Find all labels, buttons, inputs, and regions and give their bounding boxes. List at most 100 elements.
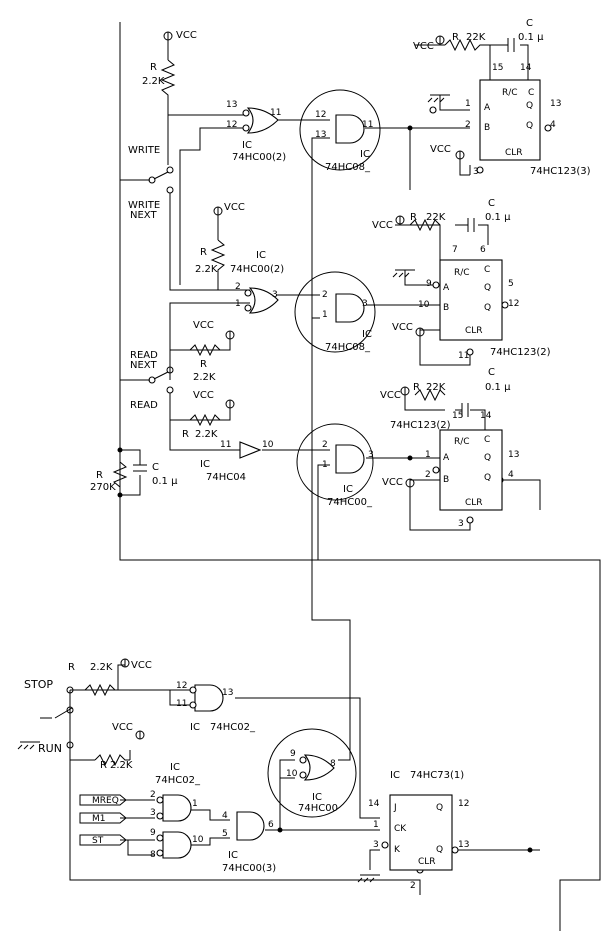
chip73-pin-qbar: Q [436, 845, 443, 855]
label-vcc-1: VCC [176, 30, 197, 41]
label-vcc-2: VCC [413, 41, 434, 52]
label-22k-3: 22K [426, 382, 446, 393]
pin-2-b: 2 [235, 282, 241, 292]
label-01u-3: 0.1 μ [152, 476, 178, 487]
label-01u-1: 0.1 μ [518, 32, 544, 43]
ic-74hc123-3: 74HC123(3) [530, 166, 591, 177]
pin-12-a: 12 [226, 120, 237, 130]
pin-11-a: 11 [270, 108, 281, 118]
label-write-next-1: WRITE [128, 200, 160, 211]
pin-13-d: 13 [508, 450, 519, 460]
chip2a-pin-q: Q [484, 283, 491, 293]
label-write: WRITE [128, 145, 160, 156]
pin-11-b: 11 [362, 120, 373, 130]
chip2b-pin-c: C [484, 435, 490, 445]
pin-10-b: 10 [262, 440, 274, 450]
pin-3-c: 3 [362, 299, 368, 309]
label-vcc-10: VCC [382, 477, 403, 488]
chip2a-pin-a: A [443, 283, 450, 293]
label-2-2k-2: 2.2K [195, 264, 218, 275]
label-m1: M1 [92, 814, 106, 824]
pin-5-b: 5 [222, 829, 228, 839]
pin-2-g: 2 [410, 881, 416, 891]
pin-13-a: 13 [226, 100, 237, 110]
label-read-next-2: NEXT [130, 360, 157, 371]
pin-2-a: 2 [465, 120, 471, 130]
chips [389, 79, 541, 871]
label-r-10: R [100, 760, 107, 771]
pin-10-d: 10 [286, 769, 298, 779]
label-vcc-12: VCC [112, 722, 133, 733]
label-c-3: C [152, 462, 159, 473]
label-c-1: C [526, 18, 533, 29]
pin-6-a: 6 [480, 245, 486, 255]
label-ic-3: IC [256, 250, 266, 261]
pin-7-a: 7 [452, 245, 458, 255]
and-gate-74hc00-3 [236, 811, 265, 841]
label-2-2k-5: 2.2K [90, 662, 113, 673]
pin-13-e: 13 [222, 688, 233, 698]
label-01u-2: 0.1 μ [485, 212, 511, 223]
pin-1-f: 1 [192, 799, 198, 809]
label-r-9: R [68, 662, 75, 673]
text-labels: VCC R 2.2K 13 12 11 IC 74HC00(2) 12 13 1… [24, 18, 591, 891]
capacitors [133, 38, 515, 472]
ic-74hc00-bottom: 74HC00 [298, 803, 338, 814]
label-ic-6: IC [343, 484, 353, 495]
pin-1-b: 1 [235, 299, 241, 309]
pin-11-e: 11 [176, 699, 187, 709]
label-c-2: C [488, 198, 495, 209]
wires [40, 22, 601, 931]
gates [156, 106, 552, 874]
pin-10-c: 10 [192, 835, 204, 845]
pin-1-g: 1 [373, 820, 379, 830]
mreq-tag [79, 794, 127, 806]
pin-2-e: 2 [425, 470, 431, 480]
label-ic-5: IC [200, 459, 210, 470]
label-ic-2: IC [360, 149, 370, 160]
pin-3-b: 3 [272, 290, 278, 300]
label-270k: 270K [90, 482, 116, 493]
and-gate-74hc08-2 [335, 293, 365, 323]
pin-1-d: 1 [322, 460, 328, 470]
pin-12-c: 12 [508, 299, 519, 309]
and-gate-74hc00 [335, 444, 365, 474]
label-ic-4: IC [362, 329, 372, 340]
pin-4-c: 4 [222, 811, 228, 821]
label-c-4: C [488, 367, 495, 378]
ic-74hc123-2b: 74HC123(2) [390, 420, 451, 431]
m1-tag [79, 812, 127, 824]
pin-4-a: 4 [550, 120, 556, 130]
pin-1-c: 1 [322, 310, 328, 320]
or-gate-74hc00-2a [246, 107, 279, 134]
pin-3-g: 3 [373, 840, 379, 850]
chip-74hc123-3 [479, 79, 541, 161]
pin-12-e: 12 [176, 681, 187, 691]
label-vcc-9: VCC [380, 390, 401, 401]
label-r-6: R [182, 429, 189, 440]
ic-74hc02-a: 74HC02_ [210, 722, 256, 733]
label-st: ST [92, 836, 104, 846]
or-gate-74hc00-bottom [303, 754, 335, 781]
chip2b-pin-clr: CLR [465, 498, 483, 508]
chip2b-pin-q: Q [484, 453, 491, 463]
vcc-symbols [120, 31, 465, 740]
pin-11-c: 11 [458, 351, 469, 361]
pin-3-a: 3 [473, 167, 479, 177]
pin-3-e: 3 [458, 519, 464, 529]
chip2a-pin-b: B [443, 303, 449, 313]
label-stop: STOP [24, 678, 53, 691]
pin-12-f: 12 [458, 799, 469, 809]
chip2b-pin-qbar: Q [484, 473, 491, 483]
label-run: RUN [38, 742, 62, 755]
pin-11-d: 11 [220, 440, 231, 450]
pin-10-a: 10 [418, 300, 430, 310]
label-22k-2: 22K [426, 212, 446, 223]
chip3-pin-c: C [528, 88, 534, 98]
label-ic-7: IC [190, 722, 200, 733]
pin-4-b: 4 [508, 470, 514, 480]
chip73-pin-k: K [394, 845, 401, 855]
pin-9-b: 9 [150, 828, 156, 838]
chip-74hc73 [389, 794, 453, 871]
